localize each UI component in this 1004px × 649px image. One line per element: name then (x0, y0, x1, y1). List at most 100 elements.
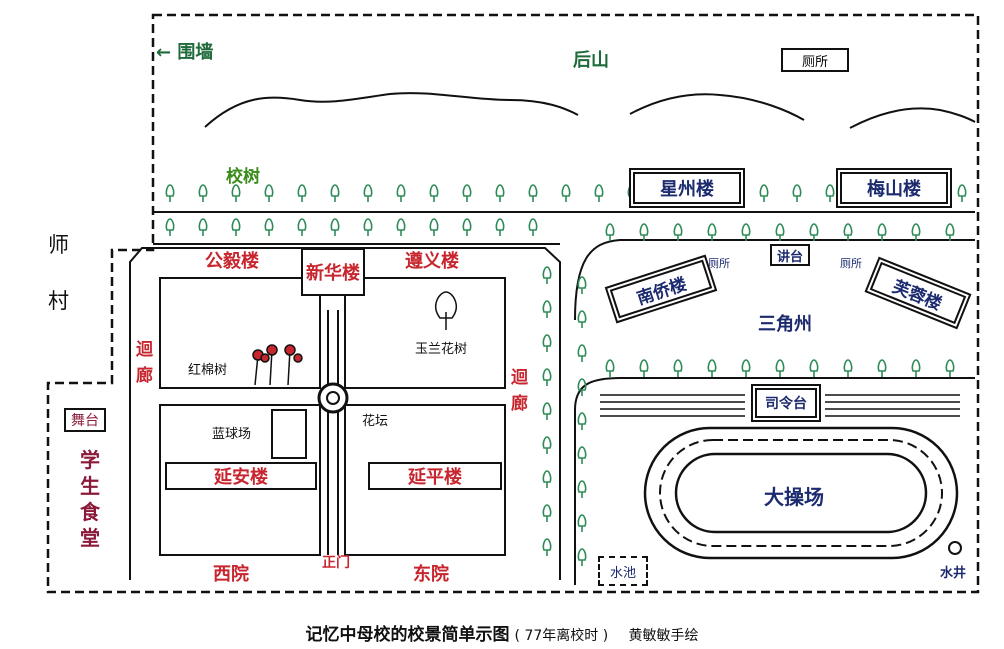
tree-icon (577, 446, 587, 464)
well-label: 水井 (940, 566, 967, 581)
tree-icon (741, 359, 751, 377)
toilet-top: 厕所 (781, 48, 849, 72)
tree-icon (843, 223, 853, 241)
yanan-building[interactable]: 延安楼 (165, 462, 317, 490)
gongyi-building[interactable]: 公毅楼 (205, 251, 259, 272)
tree-icon (165, 218, 175, 236)
canteen-char-2: 生 (80, 474, 100, 498)
magnolia-tree-label: 玉兰花树 (415, 342, 468, 357)
tree-icon (396, 218, 406, 236)
tree-icon (528, 184, 538, 202)
canteen-char-4: 堂 (80, 526, 100, 550)
tree-icon (577, 548, 587, 566)
stage-box: 舞台 (64, 408, 106, 432)
tree-icon (231, 218, 241, 236)
tree-icon (792, 184, 802, 202)
hill-1 (204, 92, 579, 128)
tree-icon (577, 310, 587, 328)
tree-icon (198, 218, 208, 236)
flower-bed-label: 花坛 (362, 414, 389, 429)
tree-icon (577, 480, 587, 498)
tree-icon (495, 184, 505, 202)
tree-icon (264, 184, 274, 202)
west-courtyard-label: 西院 (213, 564, 249, 585)
tree-icon (528, 218, 538, 236)
track-inner (674, 452, 928, 534)
boundary-wall (46, 13, 980, 594)
triangle-island-label: 三角州 (758, 314, 812, 335)
tree-icon (639, 359, 649, 377)
tree-icon (707, 223, 717, 241)
tree-icon (363, 184, 373, 202)
canteen-char-1: 学 (80, 448, 100, 472)
hill-2 (629, 93, 805, 121)
tree-icon (577, 514, 587, 532)
tree-icon (605, 223, 615, 241)
flower-bed-symbol (317, 382, 349, 414)
tree-icon (911, 359, 921, 377)
tree-icon (775, 359, 785, 377)
toilet-right: 厕所 (840, 257, 862, 270)
tree-icon (542, 368, 552, 386)
canteen-char-3: 食 (80, 500, 100, 524)
tree-icon (396, 184, 406, 202)
command-stage[interactable]: 司令台 (755, 388, 817, 418)
corridor-left-2: 廊 (136, 366, 153, 386)
tree-icon (639, 223, 649, 241)
tree-icon (330, 218, 340, 236)
basketball-court-label: 蓝球场 (212, 427, 252, 442)
track-middle (659, 439, 943, 547)
meishan-building[interactable]: 梅山楼 (840, 172, 948, 204)
tree-icon (542, 334, 552, 352)
tree-icon (605, 359, 615, 377)
east-courtyard-label: 东院 (413, 564, 449, 585)
tree-icon (330, 184, 340, 202)
kapok-tree-label: 红棉树 (188, 363, 228, 378)
tree-icon (495, 218, 505, 236)
tree-icon (542, 402, 552, 420)
corridor-left-1: 迴 (136, 340, 153, 360)
tree-icon (542, 470, 552, 488)
cun-label: 村 (48, 289, 69, 313)
shi-label: 师 (48, 233, 69, 257)
tree-icon (809, 223, 819, 241)
lecture-podium: 讲台 (770, 244, 810, 266)
zunyi-building[interactable]: 遵义楼 (405, 251, 459, 272)
tree-icon (945, 359, 955, 377)
caption-author: 黄敏敏手绘 (628, 628, 699, 644)
tree-icon (264, 218, 274, 236)
tree-icon (297, 184, 307, 202)
magnolia-tree-icon (435, 291, 457, 330)
wall-label: ← 围墙 (156, 42, 214, 63)
tree-icon (741, 223, 751, 241)
caption-title: 记忆中母校的校景简单示图 (305, 625, 510, 645)
hill-3 (849, 107, 976, 129)
tree-icon (577, 412, 587, 430)
yanping-building[interactable]: 延平楼 (368, 462, 502, 490)
tree-icon (198, 184, 208, 202)
tree-icon (911, 223, 921, 241)
xinhua-building[interactable]: 新华楼 (301, 248, 365, 296)
kapok-trees-icon (252, 344, 303, 386)
main-gate-label[interactable]: 正门 (322, 555, 350, 571)
tree-icon (542, 436, 552, 454)
main-playground-label: 大操场 (764, 485, 824, 509)
pool-box: 水池 (598, 556, 648, 586)
tree-icon (577, 344, 587, 362)
tree-icon (577, 378, 587, 396)
tree-icon (542, 300, 552, 318)
map-caption: 记忆中母校的校景简单示图 ( 77年离校时 ) 黄敏敏手绘 (0, 620, 1004, 645)
tree-icon (542, 538, 552, 556)
tree-row (165, 184, 967, 566)
tree-icon (297, 218, 307, 236)
tree-icon (673, 359, 683, 377)
tree-icon (877, 359, 887, 377)
tree-icon (561, 184, 571, 202)
xingzhou-building[interactable]: 星州楼 (633, 172, 741, 204)
tree-icon (429, 218, 439, 236)
tree-icon (759, 184, 769, 202)
toilet-left: 厕所 (708, 257, 730, 270)
corridor-right-1: 迴 (511, 368, 528, 388)
tree-icon (957, 184, 967, 202)
tree-icon (462, 184, 472, 202)
